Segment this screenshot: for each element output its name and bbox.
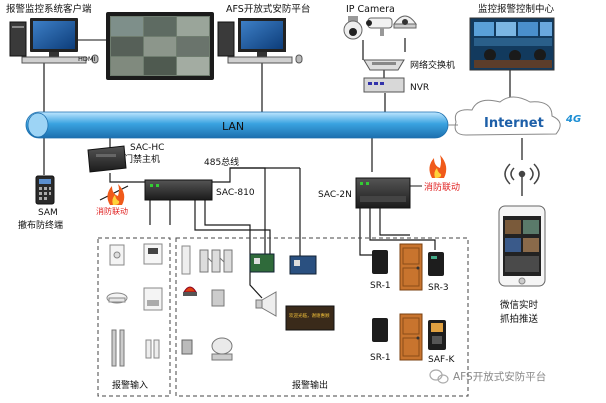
ptz-camera-icon xyxy=(343,16,363,40)
client-workstation xyxy=(9,18,108,64)
fire-icon xyxy=(107,184,125,205)
emergency-button-icon xyxy=(109,244,125,266)
led-screen-text: 欢迎光临，谢谢惠顾 xyxy=(289,312,330,319)
center-label: 监控报警控制中心 xyxy=(478,3,555,15)
door-icon xyxy=(399,243,423,291)
control-center-photo xyxy=(469,17,555,71)
lan-label: LAN xyxy=(222,120,244,133)
hdmi-label: HDMI xyxy=(78,55,96,63)
face-fingerprint-terminal-icon xyxy=(428,320,446,350)
4g-label: 4G xyxy=(565,114,581,125)
fire-linkage-left-label: 消防联动 xyxy=(96,206,128,216)
sam-label: SAM xyxy=(38,208,58,218)
relay-board-icon xyxy=(249,253,275,273)
sr1-top-label: SR-1 xyxy=(370,281,391,291)
wechat-label-line1: 微信实时 xyxy=(500,299,539,311)
switch-label: 网络交换机 xyxy=(410,59,455,71)
magnetic-lock-icon xyxy=(181,245,191,275)
nvr-label: NVR xyxy=(410,83,429,93)
sam-keypad xyxy=(35,175,55,205)
door-icon xyxy=(399,313,423,361)
bullet-camera-icon xyxy=(366,17,393,36)
network-switch-icon xyxy=(363,59,405,71)
fire-icon xyxy=(429,155,447,178)
card-reader-sr1-icon xyxy=(372,250,388,274)
electric-lock-icon xyxy=(211,289,225,307)
wiring xyxy=(43,38,523,299)
sac-hc-sublabel: 门禁主机 xyxy=(124,153,160,165)
card-reader-sr3-icon xyxy=(428,252,444,276)
wechat-icon xyxy=(429,369,449,384)
dome-camera-icon xyxy=(393,15,417,29)
card-reader-sr1-icon xyxy=(372,318,388,342)
relay-board-icon xyxy=(289,255,317,275)
sr1-bottom-label: SR-1 xyxy=(370,353,391,363)
vibration-detector-icon xyxy=(143,243,163,265)
magnetic-contact-icon xyxy=(145,339,160,359)
wechat-label-line2: 抓拍推送 xyxy=(500,313,539,325)
afs-platform-label: AFS开放式安防平台 xyxy=(226,3,310,15)
sr3-label: SR-3 xyxy=(428,283,449,293)
nvr-icon xyxy=(363,77,405,93)
led-display-icon: 欢迎光临，谢谢惠顾 xyxy=(285,305,335,331)
siren-speaker-icon xyxy=(211,337,233,361)
smartphone-icon xyxy=(498,205,546,287)
beam-detector-icon xyxy=(111,329,125,367)
sac-2n-controller xyxy=(355,177,411,209)
wireless-signal-icon xyxy=(504,163,540,196)
alarm-input-group xyxy=(97,237,171,397)
smoke-detector-icon xyxy=(106,292,128,304)
safk-label: SAF-K xyxy=(428,355,455,365)
alarm-input-label: 报警输入 xyxy=(112,379,148,391)
sac-810-controller xyxy=(144,179,213,201)
pir-detector-icon xyxy=(143,287,163,311)
turnstile-gate-icon xyxy=(199,249,233,273)
internet-label: Internet xyxy=(484,116,544,131)
strobe-light-icon xyxy=(183,286,197,296)
fire-linkage-right-label: 消防联动 xyxy=(424,181,460,193)
sac-hc-label: SAC-HC xyxy=(130,143,164,153)
sac-810-label: SAC-810 xyxy=(216,188,255,198)
bus485-label: 485总线 xyxy=(204,156,239,168)
client-label: 报警监控系统客户端 xyxy=(6,3,92,15)
watermark-text: AFS开放式安防平台 xyxy=(453,370,546,383)
siren-horn-icon xyxy=(255,291,277,317)
sam-sublabel: 撤布防终端 xyxy=(18,219,63,231)
afs-platform-workstation xyxy=(217,18,303,64)
alarm-output-label: 报警输出 xyxy=(292,379,328,391)
internet-cloud-icon xyxy=(448,96,561,136)
sac-2n-label: SAC-2N xyxy=(318,190,352,200)
ip-camera-label: IP Camera xyxy=(346,4,395,15)
lock-icon xyxy=(181,339,193,355)
sac-hc-controller xyxy=(87,145,127,173)
alarm-output-group xyxy=(175,237,469,397)
video-wall-tv xyxy=(106,12,214,80)
